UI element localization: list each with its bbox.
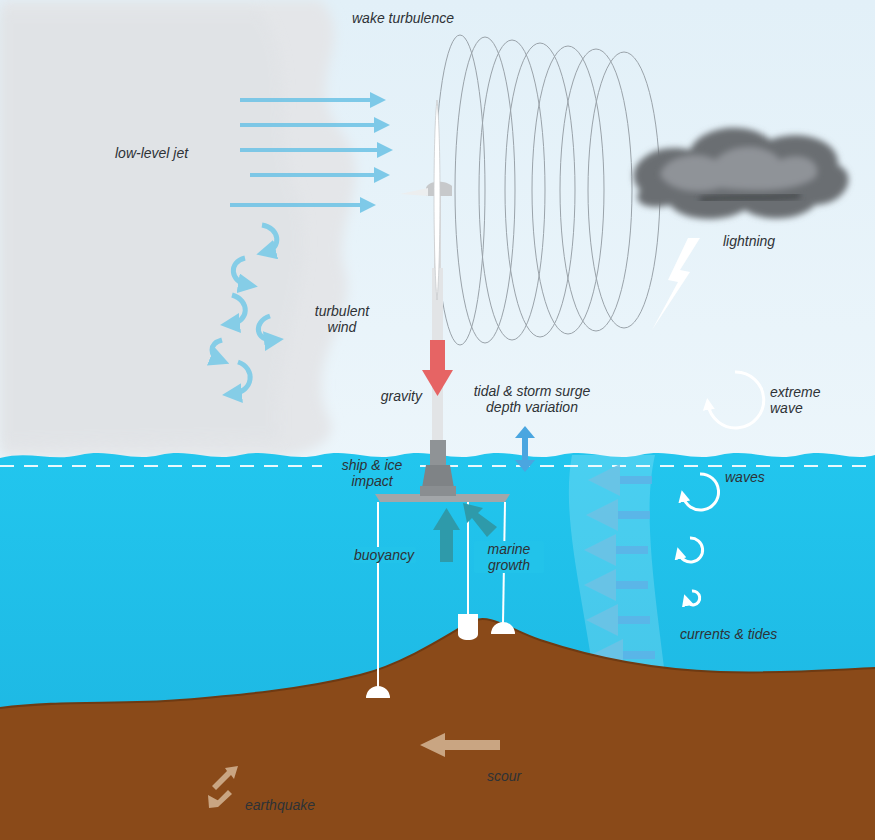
load-label: tidal & storm surge depth variation bbox=[462, 383, 602, 415]
load-label: waves bbox=[725, 469, 765, 485]
load-label: buoyancy bbox=[352, 547, 416, 563]
load-label: earthquake bbox=[245, 797, 315, 813]
load-label: turbulent wind bbox=[303, 303, 381, 335]
load-label: scour bbox=[487, 768, 521, 784]
load-label: gravity bbox=[370, 388, 422, 404]
load-label: currents & tides bbox=[680, 626, 777, 642]
load-label: wake turbulence bbox=[352, 10, 454, 26]
load-label: ship & ice impact bbox=[330, 457, 414, 489]
load-label: lightning bbox=[723, 233, 775, 249]
load-label: extreme wave bbox=[770, 384, 842, 416]
load-label: marine growth bbox=[474, 541, 544, 573]
load-label: low-level jet bbox=[115, 145, 188, 161]
